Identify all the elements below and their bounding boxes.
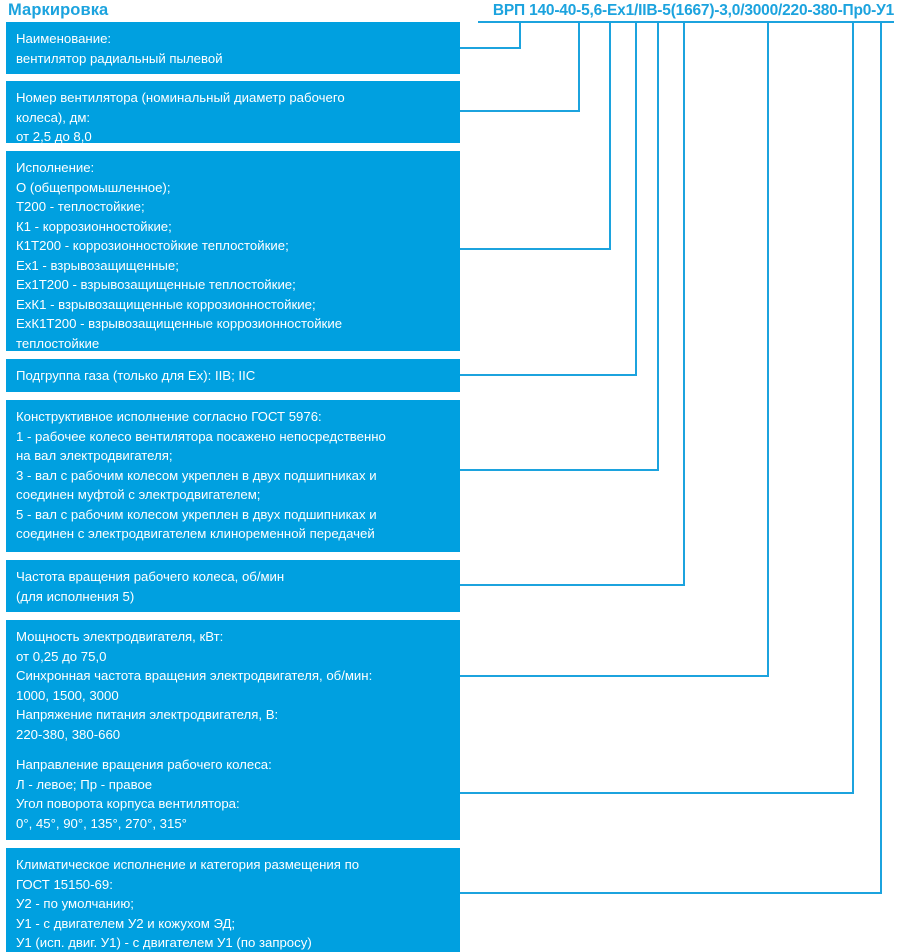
connector-line-5-6 [609, 22, 611, 250]
connector-line-iib-horizontal [460, 469, 659, 471]
connector-line-iib [657, 22, 659, 470]
connector-line-5-horizontal [460, 584, 685, 586]
connector-line-140-40 [578, 22, 580, 112]
connector-line-pr0 [852, 22, 854, 793]
box-podgruppa-gaza: Подгруппа газа (только для Ex): IIB; IIC [6, 359, 460, 392]
connector-line-u1-horizontal [460, 892, 882, 894]
box-ispolnenie: Исполнение: О (общепромышленное); Т200 -… [6, 151, 460, 351]
connector-line-vrp-horizontal [460, 47, 521, 49]
connector-line-5 [683, 22, 685, 585]
connector-line-pr0-horizontal [460, 792, 854, 794]
box-klimaticheskoe-ispolnenie: Климатическое исполнение и категория раз… [6, 848, 460, 952]
connector-line-vrp [519, 22, 521, 48]
connector-line-5-6-horizontal [460, 248, 611, 250]
connector-line-140-40-horizontal [460, 110, 580, 112]
box-naimenovanie: Наименование: вентилятор радиальный пыле… [6, 22, 460, 74]
connector-line-ex1-horizontal [460, 374, 637, 376]
box-chastota-vrashcheniya: Частота вращения рабочего колеса, об/мин… [6, 560, 460, 612]
connector-line-1667-horizontal [460, 675, 769, 677]
connector-line-1667 [767, 22, 769, 676]
box-napravlenie-vrashcheniya: Направление вращения рабочего колеса: Л … [6, 748, 460, 840]
connector-line-u1 [880, 22, 882, 893]
box-moshchnost-elektrodvigatelya: Мощность электродвигателя, кВт: от 0,25 … [6, 620, 460, 750]
box-konstruktivnoe-ispolnenie: Конструктивное исполнение согласно ГОСТ … [6, 400, 460, 552]
connector-line-ex1 [635, 22, 637, 375]
marking-code: ВРП 140-40-5,6-Ex1/IIB-5(1667)-3,0/3000/… [478, 1, 894, 23]
box-nomer-ventilyatora: Номер вентилятора (номинальный диаметр р… [6, 81, 460, 144]
page-title: Маркировка [8, 1, 109, 19]
